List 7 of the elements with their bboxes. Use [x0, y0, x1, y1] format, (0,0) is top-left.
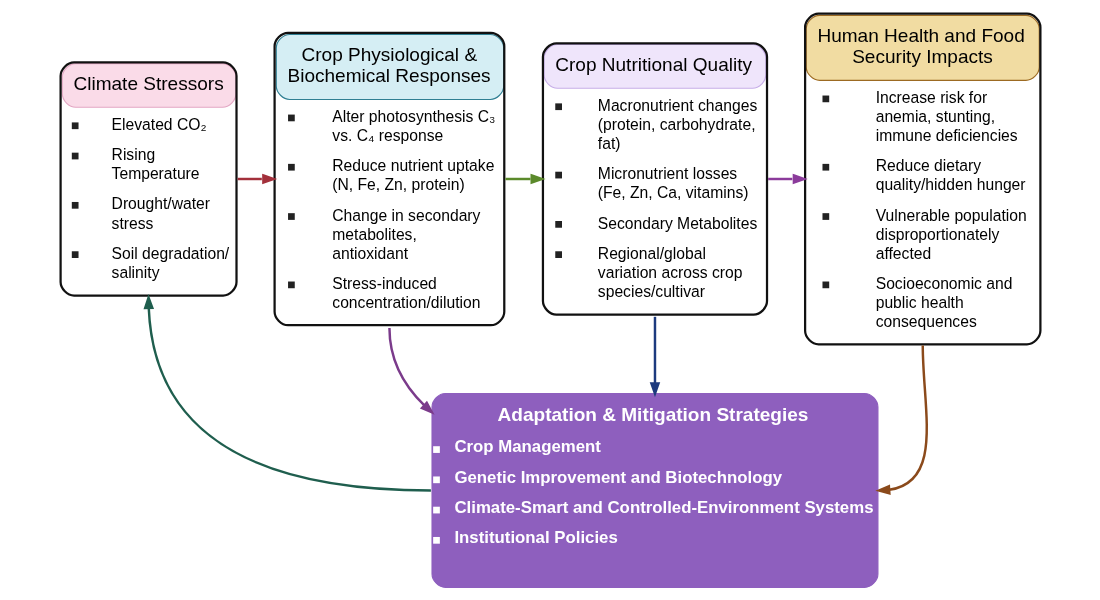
arrow	[387, 327, 435, 415]
arrow	[237, 173, 277, 185]
arrow	[649, 316, 660, 398]
arrow	[504, 173, 546, 185]
arrow	[143, 294, 431, 492]
arrow	[874, 345, 928, 495]
arrow	[767, 173, 808, 185]
